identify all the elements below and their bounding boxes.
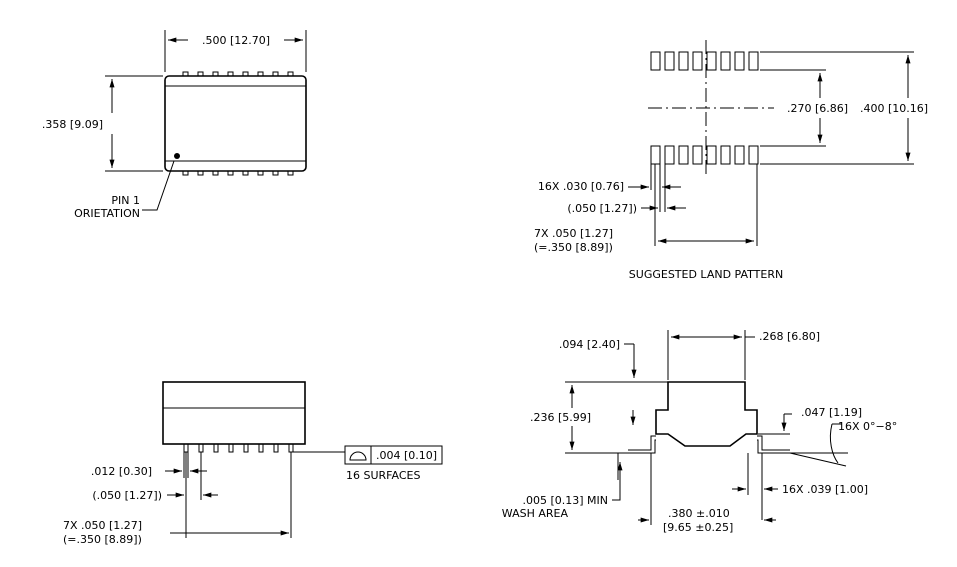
top-view: .500 [12.70] .358 [9.09] PIN 1 ORIETATIO…	[42, 30, 307, 220]
coplanarity-note: 16 SURFACES	[346, 469, 420, 482]
front-span-line2: (=.350 [8.89])	[63, 533, 142, 546]
front-lead-width: .012 [0.30]	[91, 465, 152, 478]
land-span-line2: (=.350 [8.89])	[534, 241, 613, 254]
profile-surface-icon	[349, 451, 367, 461]
coplanarity-value: .004 [0.10]	[376, 449, 437, 462]
left-lead	[628, 435, 656, 454]
land-pads-upper	[650, 51, 759, 71]
pin1-dot	[174, 153, 180, 159]
top-height-dim: .358 [9.09]	[42, 118, 103, 131]
side-lead-length: 16X .039 [1.00]	[782, 483, 868, 496]
land-pattern-title: SUGGESTED LAND PATTERN	[629, 268, 783, 281]
pin1-label-line1: PIN 1	[111, 194, 140, 207]
side-angle: 16X 0°−8°	[838, 420, 897, 433]
land-dim-400: .400 [10.16]	[860, 102, 928, 115]
coplanarity-frame	[344, 445, 443, 465]
front-span-line1: 7X .050 [1.27]	[63, 519, 142, 532]
land-pattern-view: .270 [6.86] .400 [10.16] 16X .030 [0.76]…	[534, 40, 928, 281]
top-pins-lower	[182, 170, 294, 176]
top-width-dim: .500 [12.70]	[202, 34, 270, 47]
wash-label-line1: .005 [0.13] MIN	[522, 494, 608, 507]
package-body-front	[162, 381, 306, 445]
front-pitch: (.050 [1.27])	[92, 489, 162, 502]
land-pads-lower	[650, 145, 759, 165]
package-body-side	[655, 381, 758, 447]
side-overall-line2: [9.65 ±0.25]	[663, 521, 733, 534]
top-pins-upper	[182, 71, 294, 77]
side-dim-047: .047 [1.19]	[801, 406, 862, 419]
wash-label-line2: WASH AREA	[502, 507, 569, 520]
package-body-top	[164, 75, 307, 172]
side-view: .094 [2.40] .268 [6.80] .236 [5.99] .047…	[502, 330, 897, 534]
front-leads	[183, 443, 294, 453]
side-dim-268: .268 [6.80]	[759, 330, 820, 343]
right-lead	[757, 435, 790, 454]
side-dim-236: .236 [5.99]	[530, 411, 591, 424]
pin1-label-line2: ORIETATION	[74, 207, 140, 220]
land-pad-width: 16X .030 [0.76]	[538, 180, 624, 193]
land-span-line1: 7X .050 [1.27]	[534, 227, 613, 240]
side-dim-094: .094 [2.40]	[559, 338, 620, 351]
land-dim-270: .270 [6.86]	[787, 102, 848, 115]
front-view: .004 [0.10] 16 SURFACES .012 [0.30] (.05…	[63, 381, 443, 546]
side-overall-line1: .380 ±.010	[668, 507, 730, 520]
land-pitch: (.050 [1.27])	[567, 202, 637, 215]
